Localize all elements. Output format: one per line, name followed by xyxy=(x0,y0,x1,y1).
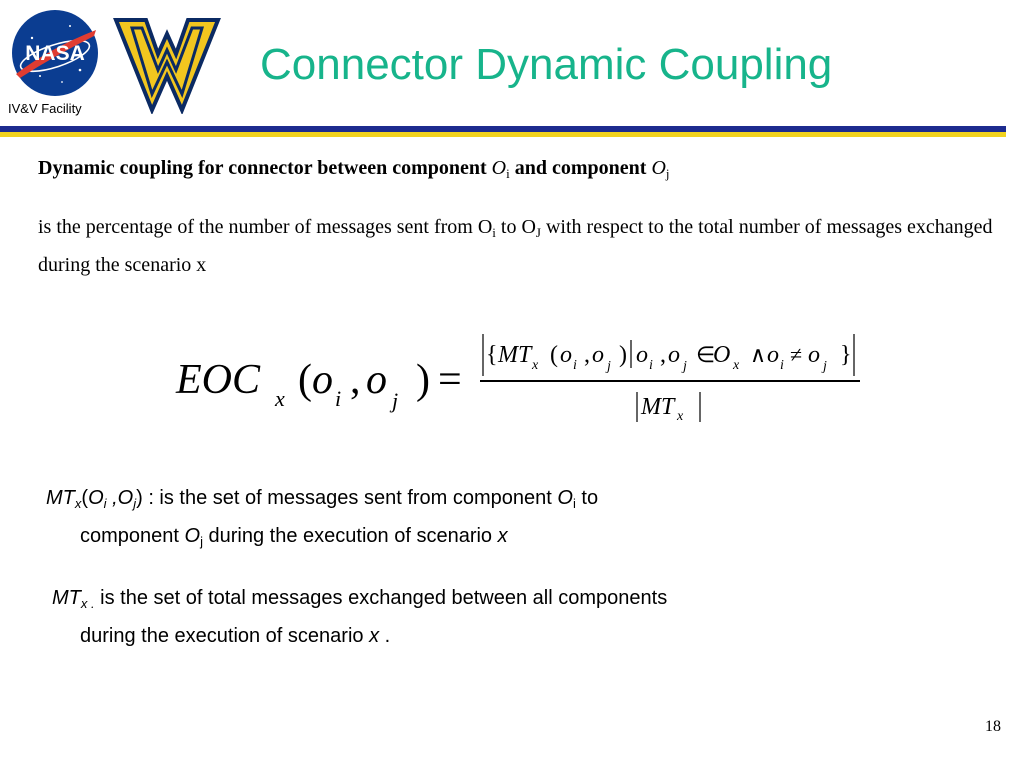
header-rule-yellow xyxy=(0,132,1006,137)
d1-close: ) xyxy=(136,487,143,509)
definition-body-oj-sub: J xyxy=(535,225,541,240)
d2-mt: MT xyxy=(52,587,81,609)
d1-sub-x: x xyxy=(74,496,82,511)
numerator-oi3: o xyxy=(767,342,779,368)
header-rule-blue xyxy=(0,126,1006,132)
d2-end: . xyxy=(379,625,391,647)
numerator-element-of: ∈ xyxy=(696,342,715,367)
numerator-open-brace: { xyxy=(486,342,498,368)
d1-sub-j: j xyxy=(133,496,137,511)
wv-logo xyxy=(113,18,221,114)
d2-x: x xyxy=(369,625,380,647)
d1-oj: O xyxy=(117,487,134,509)
definition-body-oi-sub: i xyxy=(492,225,496,240)
d1-line2a: component xyxy=(80,525,185,547)
numerator-oj2: o xyxy=(668,342,680,368)
component-oj-subscript: j xyxy=(665,166,670,181)
definition-body: is the percentage of the number of messa… xyxy=(38,211,998,281)
eoc-formula: EOC x ( o i , o j ) = { MT x ( o i , o j… xyxy=(175,334,860,424)
formula-lhs-sub-i: i xyxy=(335,386,341,411)
facility-label: IV&V Facility xyxy=(8,101,82,116)
d1-mt: MT xyxy=(46,487,75,509)
definition-heading: Dynamic coupling for connector between c… xyxy=(38,157,670,182)
numerator-comma: , xyxy=(584,342,590,368)
formula-lhs-sub-x: x xyxy=(274,386,285,411)
d1-o3: O xyxy=(184,525,201,547)
definition-heading-text: Dynamic coupling for connector between c… xyxy=(38,157,492,179)
d1-sub2: i xyxy=(572,496,576,511)
numerator-neq: ≠ xyxy=(790,342,802,367)
numerator-paren-close: ) xyxy=(619,342,627,368)
d1-o2: O xyxy=(557,487,573,509)
page-number: 18 xyxy=(985,718,1001,735)
formula-lhs-open: ( xyxy=(298,357,312,403)
numerator-oi2: o xyxy=(636,342,648,368)
d2-sub: x . xyxy=(80,596,95,611)
denominator-mt: MT xyxy=(640,394,676,420)
d1-comma: , xyxy=(106,487,118,509)
numerator-mt: MT xyxy=(497,342,533,368)
numerator-sub-i2: i xyxy=(649,358,653,373)
d1-line2: component Oj during the execution of sce… xyxy=(46,520,946,558)
component-oj-symbol: O xyxy=(651,157,666,179)
d1-oi: O xyxy=(88,487,104,509)
numerator-oj3: o xyxy=(808,342,820,368)
formula-lhs-sub-j: j xyxy=(389,388,398,413)
definition-body-part3: with respect to the total number of mess… xyxy=(38,216,993,276)
numerator-and: ∧ xyxy=(750,342,766,367)
d1-text2: to xyxy=(575,487,599,509)
page-title: Connector Dynamic Coupling xyxy=(260,40,833,89)
numerator-paren-open: ( xyxy=(550,342,558,368)
d1-sub-i: i xyxy=(103,496,107,511)
d1-open: ( xyxy=(81,487,89,509)
d2-line2-text: during the execution of scenario xyxy=(80,625,370,647)
mt-x-oi-oj-description: MTx(Oi ,Oj) : is the set of messages sen… xyxy=(46,482,946,558)
numerator-sub-x2: x xyxy=(732,358,740,373)
definition-body-part2: to O xyxy=(495,216,536,238)
formula-lhs-close: ) xyxy=(416,357,430,403)
denominator-sub-x: x xyxy=(676,409,684,424)
numerator-sub-j2: j xyxy=(681,359,687,374)
nasa-logo: NASA xyxy=(12,10,98,96)
numerator-oi: o xyxy=(560,342,572,368)
nasa-logo-text: NASA xyxy=(25,42,85,65)
definition-heading-mid: and component xyxy=(509,157,652,179)
component-oi-subscript: i xyxy=(506,166,510,181)
definition-body-part1: is the percentage of the number of messa… xyxy=(38,216,493,238)
numerator-sub-j3: j xyxy=(821,359,827,374)
d1-sub3: j xyxy=(200,534,203,549)
d1-x2: x xyxy=(497,525,508,547)
numerator-sub-x: x xyxy=(531,358,539,373)
component-oi-symbol: O xyxy=(491,157,507,179)
d1-text1: : is the set of messages sent from compo… xyxy=(142,487,558,509)
formula-lhs-eoc: EOC xyxy=(175,357,261,403)
formula-lhs-oj: o xyxy=(366,357,387,403)
numerator-sub-j: j xyxy=(605,359,611,374)
d2-line2: during the execution of scenario x . xyxy=(52,620,972,653)
numerator-O: O xyxy=(713,342,730,368)
formula-lhs-comma: , xyxy=(350,357,361,403)
numerator-comma2: , xyxy=(660,342,666,368)
numerator-sub-i3: i xyxy=(780,358,784,373)
numerator-sub-i: i xyxy=(573,358,577,373)
numerator-oj: o xyxy=(592,342,604,368)
d2-text1: is the set of total messages exchanged b… xyxy=(94,587,668,609)
formula-equals: = xyxy=(438,357,462,403)
formula-lhs-oi: o xyxy=(312,357,333,403)
numerator-close-brace: } xyxy=(840,342,852,368)
d1-line2b: during the execution of scenario xyxy=(202,525,498,547)
mt-x-description: MTx . is the set of total messages excha… xyxy=(52,582,972,653)
